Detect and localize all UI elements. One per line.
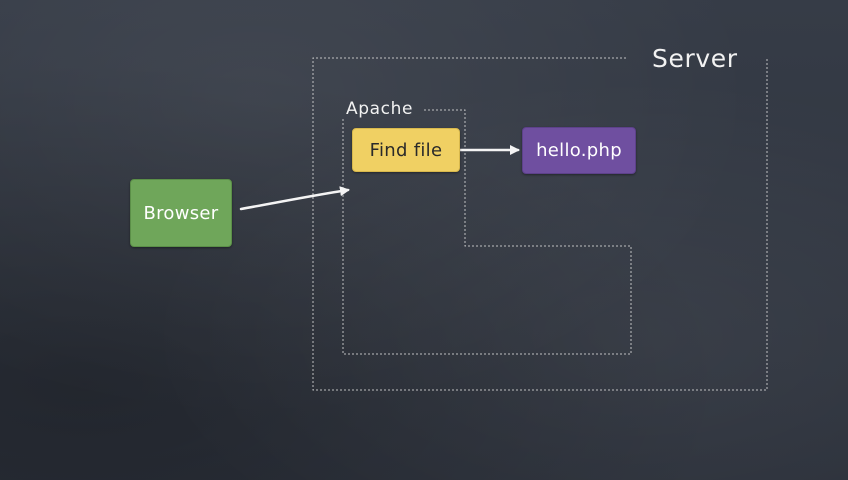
browser-node: Browser <box>130 179 232 247</box>
find-file-node: Find file <box>352 128 460 172</box>
apache-label: Apache <box>346 99 414 119</box>
server-label: Server <box>652 44 738 73</box>
apache-boundary <box>342 109 632 355</box>
server-boundary <box>312 57 768 391</box>
hello-php-node: hello.php <box>522 127 636 174</box>
arrow-browser-to-apache <box>239 186 350 211</box>
